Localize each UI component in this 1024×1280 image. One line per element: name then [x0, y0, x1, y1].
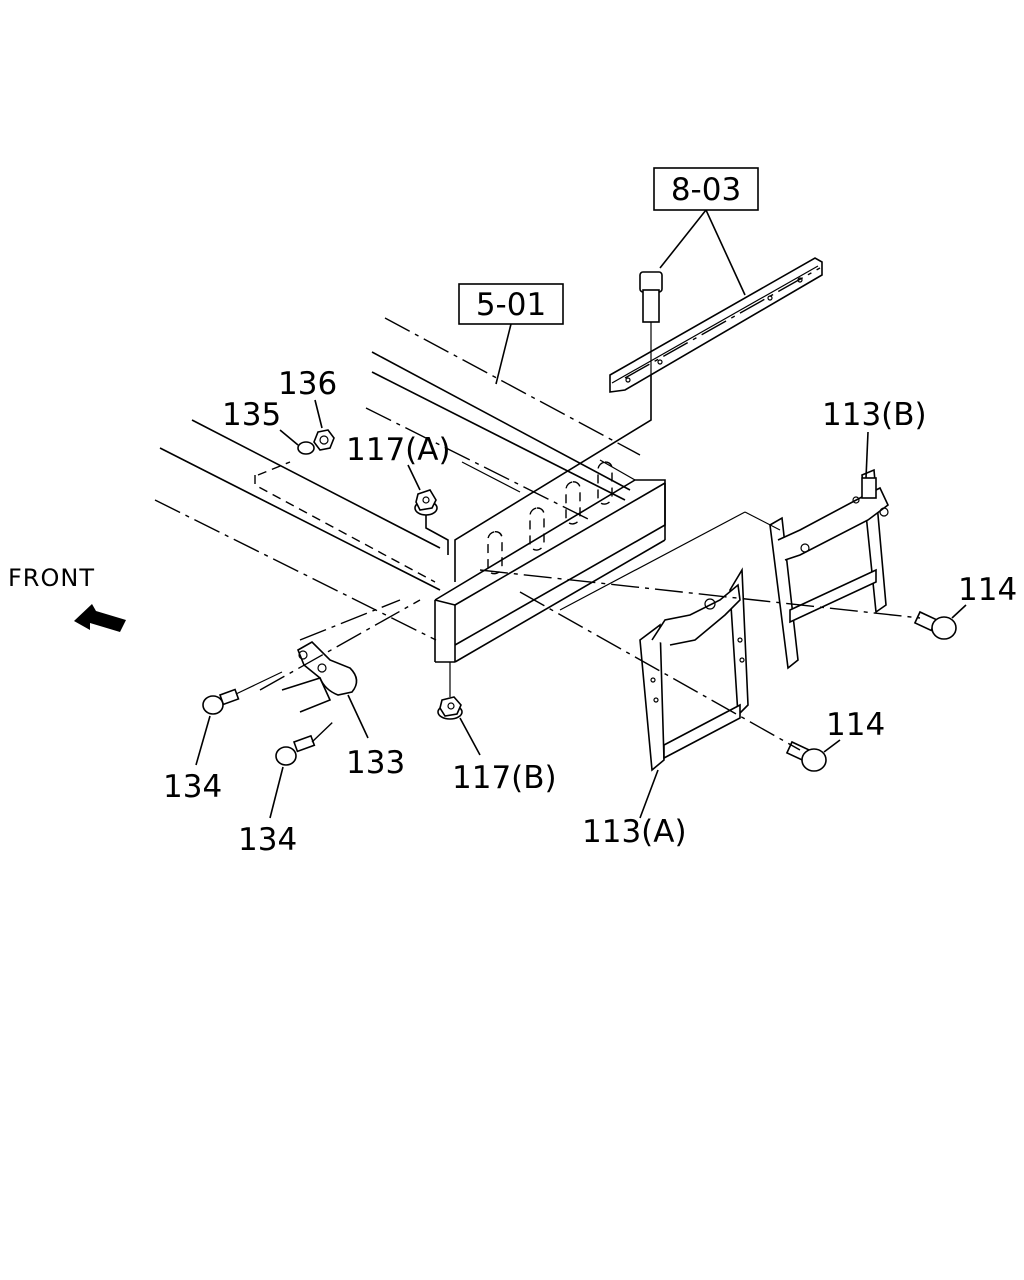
cross-member-slots — [487, 461, 613, 575]
tow-hook-133 — [296, 641, 358, 696]
rear-cross-member — [254, 459, 666, 663]
callout-136: 136 — [278, 366, 337, 402]
callout-134-bottom: 134 — [238, 822, 297, 858]
flange-nut-117a — [414, 489, 438, 516]
bracket-bolt — [639, 271, 663, 375]
step-bracket-113b — [769, 468, 890, 670]
front-label: FRONT — [8, 564, 95, 592]
bolt-134-top — [202, 688, 240, 715]
alignment-line-1 — [519, 591, 801, 751]
leader-8-03-bolt — [659, 209, 707, 269]
angle-bracket — [609, 257, 823, 393]
callout-114-right: 114 — [958, 572, 1017, 608]
frame-rails — [154, 317, 641, 641]
callout-134-top: 134 — [163, 769, 222, 805]
front-indicator: FRONT — [8, 564, 126, 632]
ref-label-8-03: 8-03 — [671, 172, 741, 208]
callout-113a: 113(A) — [582, 814, 687, 850]
bolt-134-bottom — [275, 734, 316, 766]
callout-133: 133 — [346, 745, 405, 781]
washer-135 — [297, 441, 315, 455]
bolt-114-mid — [785, 740, 827, 772]
flange-nut-117b — [437, 696, 463, 720]
ref-label-5-01: 5-01 — [476, 287, 546, 323]
callout-117b: 117(B) — [452, 760, 557, 796]
alignment-line-2 — [479, 569, 921, 619]
leader-8-03-bracket — [705, 209, 746, 296]
step-bracket-113a — [639, 567, 749, 772]
leader-5-01 — [495, 323, 512, 385]
callout-113b: 113(B) — [822, 397, 927, 433]
front-arrow-icon — [74, 604, 126, 632]
callout-135: 135 — [222, 397, 281, 433]
ref-box-8-03[interactable]: 8-03 — [653, 167, 759, 211]
bolt-guide-line — [454, 375, 652, 582]
ref-box-5-01[interactable]: 5-01 — [458, 283, 564, 325]
callout-117a: 117(A) — [346, 432, 451, 468]
callout-114-mid: 114 — [826, 707, 885, 743]
nut-136 — [313, 429, 335, 451]
bolt-114-right — [913, 610, 957, 640]
